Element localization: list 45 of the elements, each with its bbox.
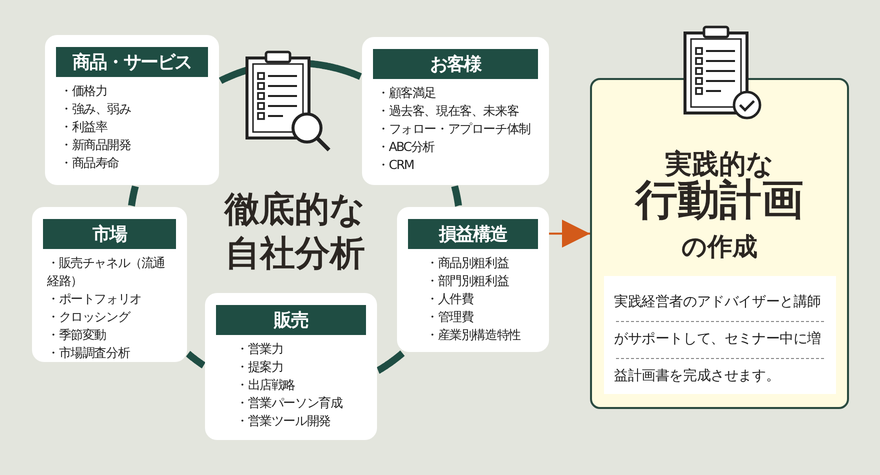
bullet-item: ・CRM: [376, 156, 414, 174]
card-heading: 損益構造: [408, 219, 538, 249]
panel-heading: の作成: [680, 231, 758, 263]
bullet-item: ・出店戦略: [235, 376, 296, 394]
bullet-item: ・過去客、現在客、未来客: [376, 102, 520, 120]
category-card: [362, 37, 549, 185]
note-text: 実践経営者のアドバイザーと講師がサポートして、セミナー中に増益計画書を完成させます。: [614, 293, 822, 386]
bullet-item: ・営業ツール開発: [235, 412, 332, 430]
center-title: 徹底的な自社分析: [210, 188, 380, 276]
bullet-item: ・ABC分析: [376, 138, 436, 156]
bullet-item: ・商品別粗利益: [425, 254, 510, 272]
bullet-item: ・提案力: [235, 358, 284, 376]
bullet-item: ・顧客満足: [376, 84, 438, 102]
bullet-item: ・強み、弱み: [59, 100, 132, 118]
card-heading: お客様: [373, 49, 538, 79]
bullet-item: ・フォロー・アプローチ体制: [376, 120, 532, 138]
bullet-item: ・管理費: [425, 308, 474, 326]
bullet-item: ・利益率: [59, 118, 108, 136]
arrow: [549, 220, 590, 248]
category-card: [45, 35, 219, 185]
card-heading: 商品・サービス: [56, 47, 208, 77]
bullet-item: ・販売チャネル（流通経路）: [46, 254, 166, 290]
ring-connector: [128, 183, 139, 209]
bullet-item: ・市場調査分析: [46, 344, 131, 362]
bullet-item: ・人件費: [425, 290, 474, 308]
bullet-item: ・産業別構造特性: [425, 326, 522, 344]
bullet-item: ・ポートフォリオ: [46, 290, 142, 308]
result-panel: [590, 78, 849, 409]
bullet-item: ・営業力: [235, 340, 284, 358]
ring-connector: [375, 350, 406, 374]
note-box: [604, 276, 836, 394]
ring-connector: [451, 183, 462, 209]
card-heading: 市場: [43, 219, 176, 249]
bullet-item: ・季節変動: [46, 326, 108, 344]
bullet-item: ・価格力: [59, 82, 108, 100]
category-card: [205, 293, 377, 440]
category-card: [397, 207, 549, 352]
bullet-item: ・クロッシング: [46, 308, 132, 326]
ring-connector: [185, 350, 207, 369]
bullet-item: ・部門別粗利益: [425, 272, 510, 290]
category-card: [32, 207, 187, 362]
card-heading: 販売: [216, 305, 366, 335]
bullet-item: ・商品寿命: [59, 154, 120, 172]
bullet-item: ・営業パーソン育成: [235, 394, 344, 412]
bullet-item: ・新商品開発: [59, 136, 132, 154]
